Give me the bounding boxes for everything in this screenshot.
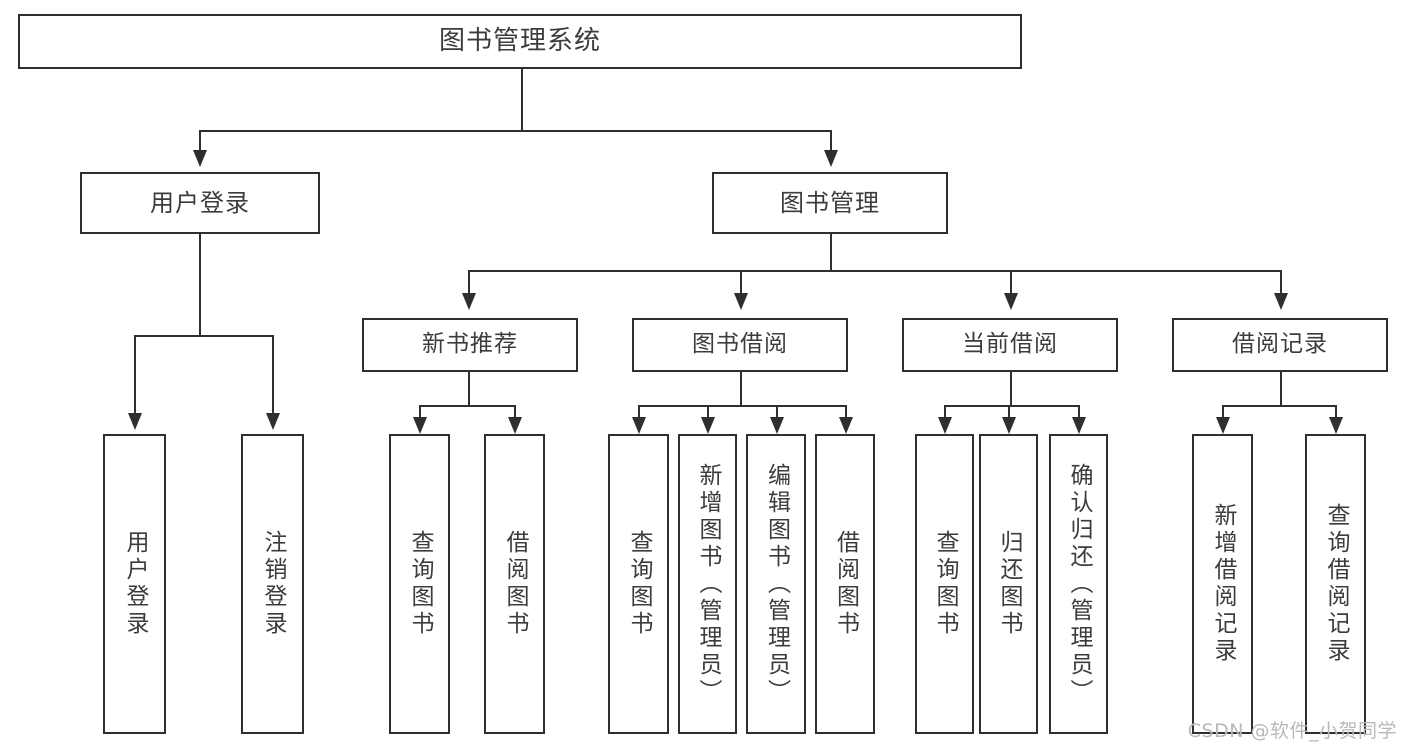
connector-bb-c2	[707, 405, 709, 419]
connector-nbr-left	[419, 405, 421, 419]
node-label: 图书管理系统	[438, 26, 601, 57]
arrow-bb-to-query-book	[632, 417, 646, 434]
connector-cb-c3	[1078, 405, 1080, 419]
connector-user-login-stem	[199, 234, 201, 335]
connector-root-to-book-management	[830, 130, 832, 152]
connector-nbr-right	[514, 405, 516, 419]
arrow-bb-to-borrow-book	[839, 417, 853, 434]
node-label: 图书管理	[780, 188, 880, 217]
connector-br-stem	[1280, 372, 1282, 405]
node-label: 注销登录	[260, 530, 286, 638]
node-label: 确认归还（管理员）	[1066, 462, 1092, 706]
arrow-user-login-to-logout	[266, 413, 280, 430]
node-leaf-query-borrow-record[interactable]: 查询借阅记录	[1305, 434, 1366, 734]
arrow-cb-to-query-book	[938, 417, 952, 434]
node-leaf-return-book[interactable]: 归还图书	[979, 434, 1038, 734]
node-current-borrow[interactable]: 当前借阅	[902, 318, 1118, 372]
connector-book-management-bar	[468, 270, 1280, 272]
node-label: 新增图书（管理员）	[695, 462, 721, 706]
arrow-bb-to-add-book	[701, 417, 715, 434]
connector-bm-to-book-borrow	[740, 270, 742, 295]
node-label: 图书借阅	[692, 331, 788, 358]
connector-user-login-bar	[134, 335, 273, 337]
arrow-bb-to-edit-book	[770, 417, 784, 434]
connector-br-left	[1222, 405, 1224, 419]
node-leaf-borrow-book[interactable]: 借阅图书	[815, 434, 875, 734]
node-leaf-query-book-borrow[interactable]: 查询图书	[608, 434, 669, 734]
node-label: 查询借阅记录	[1323, 503, 1349, 665]
connector-bm-to-current-borrow	[1010, 270, 1012, 295]
arrow-bm-to-borrow-record	[1274, 293, 1288, 310]
node-label: 借阅图书	[832, 530, 859, 638]
node-label: 查询图书	[626, 530, 652, 638]
arrow-cb-to-return-book	[1002, 417, 1016, 434]
node-leaf-confirm-return-admin[interactable]: 确认归还（管理员）	[1049, 434, 1108, 734]
arrow-nbr-to-borrow-book	[508, 417, 522, 434]
node-leaf-logout[interactable]: 注销登录	[241, 434, 304, 734]
arrow-root-to-user-login	[193, 150, 207, 167]
node-label: 新增借阅记录	[1210, 503, 1236, 665]
node-leaf-query-book-recommend[interactable]: 查询图书	[389, 434, 450, 734]
node-label: 查询图书	[932, 530, 958, 638]
arrow-br-to-add-record	[1216, 417, 1230, 434]
connector-nbr-stem	[468, 372, 470, 405]
connector-nbr-bar	[419, 405, 515, 407]
connector-root-to-user-login	[199, 130, 201, 152]
connector-cb-bar	[944, 405, 1078, 407]
arrow-br-to-query-record	[1329, 417, 1343, 434]
connector-book-management-stem	[830, 234, 832, 270]
node-label: 归还图书	[996, 530, 1022, 638]
node-label: 借阅图书	[502, 530, 528, 638]
node-label: 查询图书	[407, 530, 433, 638]
node-leaf-edit-book-admin[interactable]: 编辑图书（管理员）	[746, 434, 806, 734]
node-borrow-record[interactable]: 借阅记录	[1172, 318, 1388, 372]
connector-user-login-right	[272, 335, 274, 415]
connector-bb-c3	[776, 405, 778, 419]
node-book-management[interactable]: 图书管理	[712, 172, 948, 234]
node-leaf-user-login[interactable]: 用户登录	[103, 434, 166, 734]
node-root-book-management-system[interactable]: 图书管理系统	[18, 14, 1022, 69]
connector-cb-stem	[1010, 372, 1012, 405]
connector-bb-bar	[638, 405, 845, 407]
connector-br-bar	[1222, 405, 1335, 407]
connector-bm-to-borrow-record	[1280, 270, 1282, 295]
connector-bb-stem	[740, 372, 742, 405]
connector-root-bar	[199, 130, 831, 132]
node-label: 用户登录	[150, 188, 250, 217]
node-label: 新书推荐	[422, 331, 518, 358]
node-new-book-recommend[interactable]: 新书推荐	[362, 318, 578, 372]
node-user-login[interactable]: 用户登录	[80, 172, 320, 234]
arrow-cb-to-confirm-return	[1072, 417, 1086, 434]
connector-cb-c1	[944, 405, 946, 419]
arrow-bm-to-book-borrow	[734, 293, 748, 310]
node-label: 编辑图书（管理员）	[763, 462, 790, 706]
node-leaf-query-book-current[interactable]: 查询图书	[915, 434, 974, 734]
connector-bb-c1	[638, 405, 640, 419]
connector-bm-to-new-book	[468, 270, 470, 295]
node-leaf-add-book-admin[interactable]: 新增图书（管理员）	[678, 434, 737, 734]
node-leaf-add-borrow-record[interactable]: 新增借阅记录	[1192, 434, 1253, 734]
connector-bb-c4	[845, 405, 847, 419]
node-leaf-borrow-book-recommend[interactable]: 借阅图书	[484, 434, 545, 734]
connector-root-stem	[521, 69, 523, 130]
connector-br-right	[1335, 405, 1337, 419]
node-label: 用户登录	[122, 530, 148, 638]
arrow-bm-to-new-book	[462, 293, 476, 310]
arrow-user-login-to-login	[128, 413, 142, 430]
arrow-root-to-book-management	[824, 150, 838, 167]
arrow-bm-to-current-borrow	[1004, 293, 1018, 310]
node-label: 借阅记录	[1232, 331, 1328, 358]
connector-cb-c2	[1008, 405, 1010, 419]
node-book-borrow[interactable]: 图书借阅	[632, 318, 848, 372]
node-label: 当前借阅	[962, 331, 1058, 358]
connector-user-login-left	[134, 335, 136, 415]
arrow-nbr-to-query-book	[413, 417, 427, 434]
